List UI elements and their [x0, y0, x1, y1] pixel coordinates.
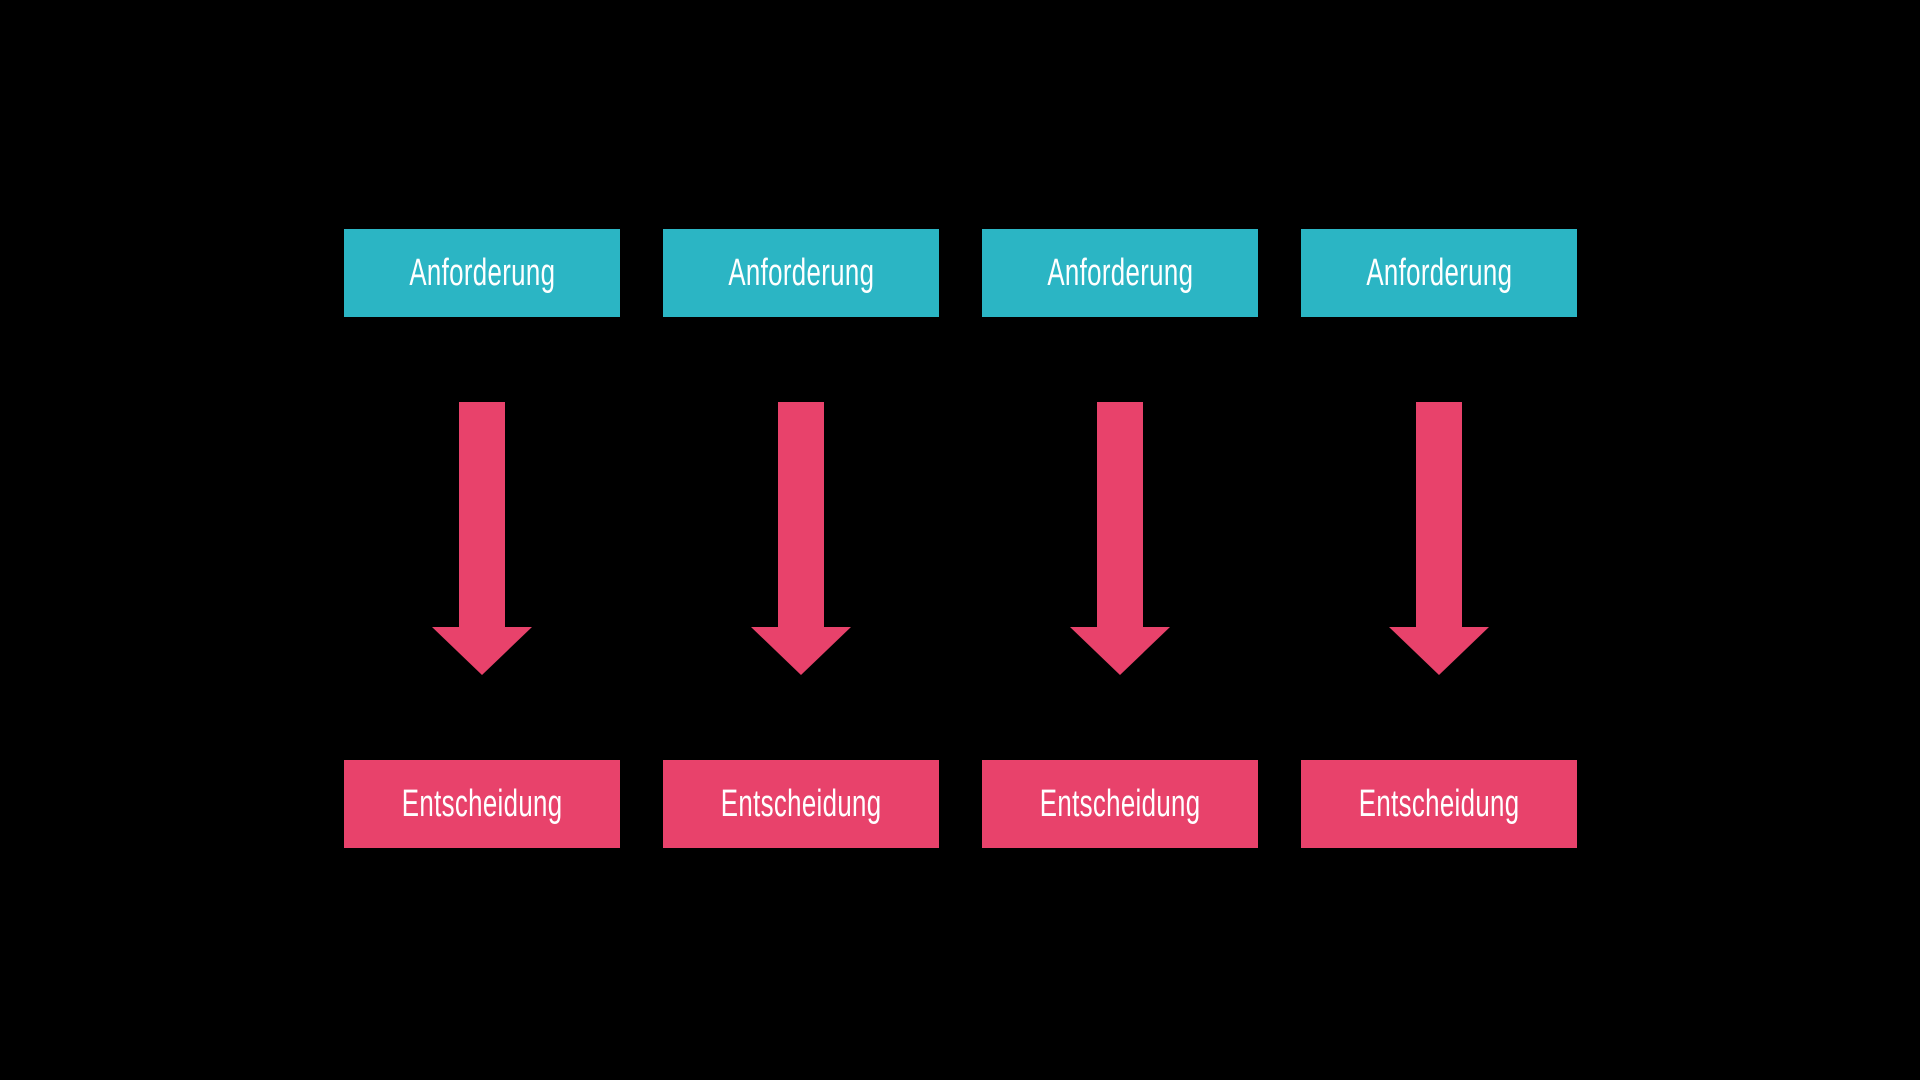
decision-box: Entscheidung	[344, 760, 620, 848]
requirement-label: Anforderung	[728, 251, 874, 294]
decision-label: Entscheidung	[720, 782, 882, 825]
decision-label: Entscheidung	[1358, 782, 1520, 825]
flow-column: Anforderung Entscheidung	[982, 229, 1258, 848]
decision-label: Entscheidung	[401, 782, 563, 825]
flow-column: Anforderung Entscheidung	[1301, 229, 1577, 848]
requirement-label: Anforderung	[1047, 251, 1193, 294]
decision-label: Entscheidung	[1039, 782, 1201, 825]
flow-column: Anforderung Entscheidung	[663, 229, 939, 848]
down-arrow-icon	[1389, 402, 1489, 675]
flow-column: Anforderung Entscheidung	[344, 229, 620, 848]
down-arrow-icon	[432, 402, 532, 675]
decision-box: Entscheidung	[663, 760, 939, 848]
requirement-box: Anforderung	[982, 229, 1258, 317]
requirement-box: Anforderung	[344, 229, 620, 317]
down-arrow-icon	[1070, 402, 1170, 675]
down-arrow-icon	[751, 402, 851, 675]
requirement-box: Anforderung	[1301, 229, 1577, 317]
requirement-box: Anforderung	[663, 229, 939, 317]
requirement-label: Anforderung	[1366, 251, 1512, 294]
requirement-label: Anforderung	[409, 251, 555, 294]
decision-box: Entscheidung	[1301, 760, 1577, 848]
decision-box: Entscheidung	[982, 760, 1258, 848]
flow-columns: Anforderung Entscheidung Anforderung	[344, 229, 1577, 848]
